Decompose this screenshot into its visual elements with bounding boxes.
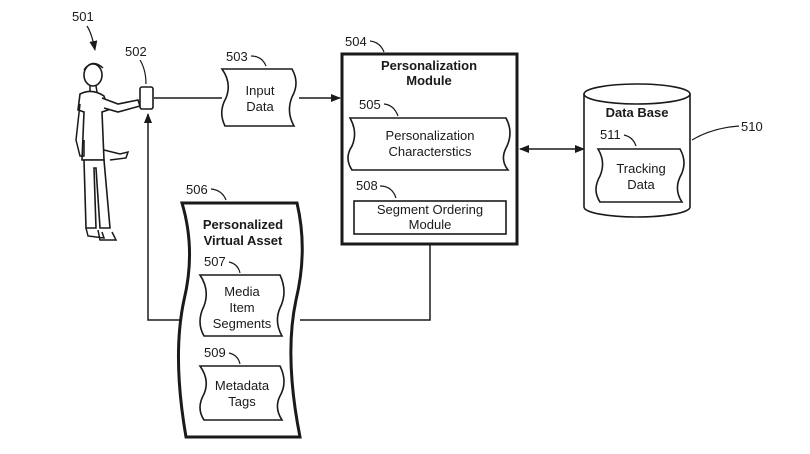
- characteristics-label-1: Personalization: [386, 128, 475, 143]
- asset-title-2: Virtual Asset: [204, 233, 283, 248]
- ref-asset-leader: [210, 188, 227, 201]
- connector-module-asset: [300, 244, 431, 321]
- ref-device-leader: [139, 59, 147, 85]
- ref-database-leader: [691, 125, 740, 141]
- media-segments-document: [198, 274, 285, 337]
- input-data-label-2: Data: [246, 99, 274, 114]
- module-title-2: Module: [406, 73, 452, 88]
- ref-characteristics: 505: [359, 97, 381, 112]
- input-data-document: [220, 68, 297, 127]
- input-data-label-1: Input: [246, 83, 275, 98]
- tracking-data-document: [595, 148, 685, 203]
- module-title-1: Personalization: [381, 58, 477, 73]
- segments-label-3: Segments: [213, 316, 272, 331]
- ref-tags-leader: [228, 352, 241, 365]
- tracking-label-1: Tracking: [616, 161, 665, 176]
- ref-user-leader: [86, 25, 98, 51]
- segment-ordering-box: [353, 200, 507, 235]
- metadata-tags-document: [198, 365, 285, 421]
- characteristics-label-2: Characterstics: [388, 144, 472, 159]
- ref-asset: 506: [186, 182, 208, 197]
- ref-device: 502: [125, 44, 147, 59]
- ref-tags: 509: [204, 345, 226, 360]
- user-figure: [75, 62, 142, 241]
- device-icon: [139, 86, 154, 110]
- ref-database: 510: [741, 119, 763, 134]
- tracking-label-2: Data: [627, 177, 655, 192]
- ref-input: 503: [226, 49, 248, 64]
- ref-ordering: 508: [356, 178, 378, 193]
- ref-module-leader: [369, 40, 385, 53]
- asset-title-1: Personalized: [203, 217, 283, 232]
- ref-tracking: 511: [600, 127, 621, 142]
- ordering-label-2: Module: [409, 217, 452, 232]
- ref-characteristics-leader: [383, 103, 399, 117]
- tags-label-2: Tags: [228, 394, 256, 409]
- ref-module: 504: [345, 34, 367, 49]
- segments-label-1: Media: [224, 284, 260, 299]
- characteristics-document: [347, 117, 511, 171]
- ref-input-leader: [250, 55, 267, 67]
- connector-asset-device: [144, 113, 192, 321]
- ref-tracking-leader: [623, 134, 637, 147]
- ref-segments-leader: [228, 261, 241, 274]
- tags-label-1: Metadata: [215, 378, 270, 393]
- ref-user: 501: [72, 9, 94, 24]
- database-title: Data Base: [606, 105, 669, 120]
- ordering-label-1: Segment Ordering: [377, 202, 483, 217]
- ref-ordering-leader: [379, 185, 397, 199]
- ref-segments: 507: [204, 254, 226, 269]
- segments-label-2: Item: [229, 300, 254, 315]
